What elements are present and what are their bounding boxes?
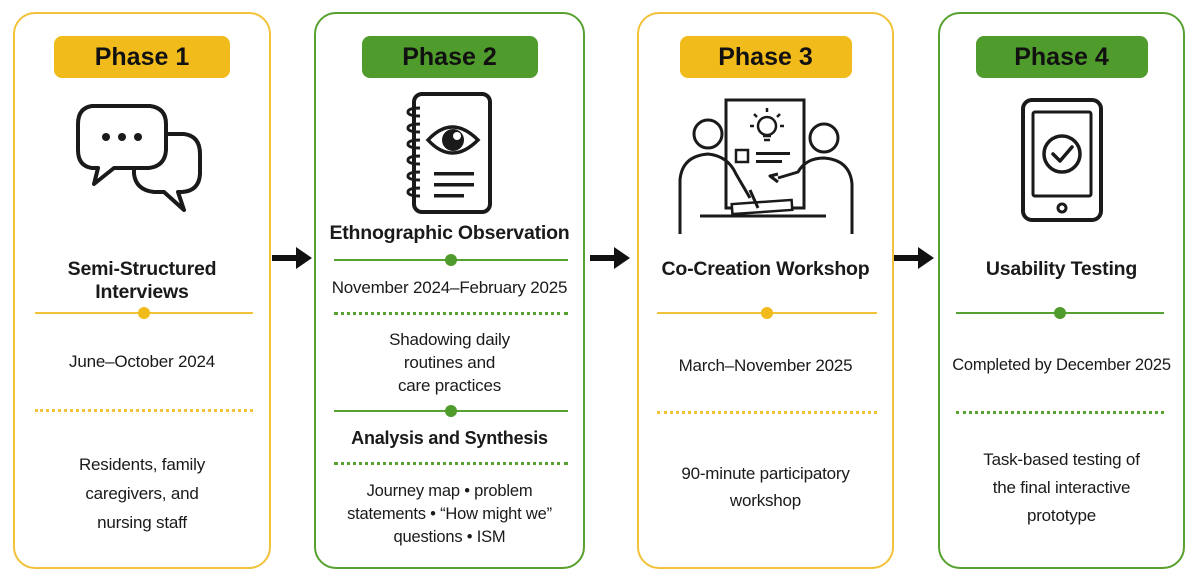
phase-2-subtitle: Analysis and Synthesis [351, 428, 548, 448]
phase-2-date: November 2024–February 2025 [331, 278, 568, 297]
phase-2-outputs: Journey map • problem statements • “How … [347, 482, 552, 546]
phase-1-badge: Phase 1 [54, 36, 230, 78]
phase-1-date: June–October 2024 [69, 352, 215, 371]
phase-4-date: Completed by December 2025 [952, 356, 1171, 374]
phase-3-title: Co-Creation Workshop [661, 258, 870, 280]
phase-3-divider-dot [761, 307, 773, 319]
arrow-right-icon [894, 247, 934, 269]
phase-3-card: Phase 3 Co-Creation Workshop March–N [637, 12, 894, 569]
phase-1-participants: Residents, family caregivers, and nursin… [78, 455, 206, 532]
phase-4-description: Task-based testing of the final interact… [983, 450, 1140, 525]
phase-3-date: March–November 2025 [678, 356, 853, 375]
phase-4-title: Usability Testing [985, 258, 1138, 280]
phase-3-description: 90-minute participatory workshop [681, 464, 850, 510]
phase-1-card: Phase 1 Semi-Structured Interviews June–… [13, 12, 271, 569]
phase-1-divider-dot [138, 307, 150, 319]
phase-1-title: Semi-Structured Interviews [67, 258, 217, 303]
workshop-people-icon [678, 98, 853, 234]
phase-2-dotted-divider-1 [334, 312, 568, 315]
arrow-right-icon [272, 247, 312, 269]
notebook-eye-icon [405, 92, 492, 214]
tablet-check-icon [1020, 98, 1103, 222]
phase-3-badge: Phase 3 [679, 36, 852, 78]
phase-3-dotted-divider [657, 411, 877, 414]
phase-4-badge: Phase 4 [975, 36, 1148, 78]
phase-2-badge: Phase 2 [361, 36, 538, 78]
phase-2-dotted-divider-2 [334, 462, 568, 465]
arrow-right-icon [590, 247, 630, 269]
phase-2-title: Ethnographic Observation [329, 222, 570, 244]
phase-4-dotted-divider [956, 411, 1164, 414]
phase-2-activity: Shadowing daily routines and care practi… [389, 330, 510, 395]
phase-1-dotted-divider [35, 409, 253, 412]
phase-4-card: Phase 4 Usability Testing Completed by D… [938, 12, 1185, 569]
phase-2-card: Phase 2 Ethnographic Observation Novembe… [314, 12, 585, 569]
phase-2-divider-middle-dot [445, 405, 457, 417]
speech-bubbles-icon [76, 104, 202, 212]
phase-2-divider-top-dot [445, 254, 457, 266]
phase-4-divider-dot [1054, 307, 1066, 319]
